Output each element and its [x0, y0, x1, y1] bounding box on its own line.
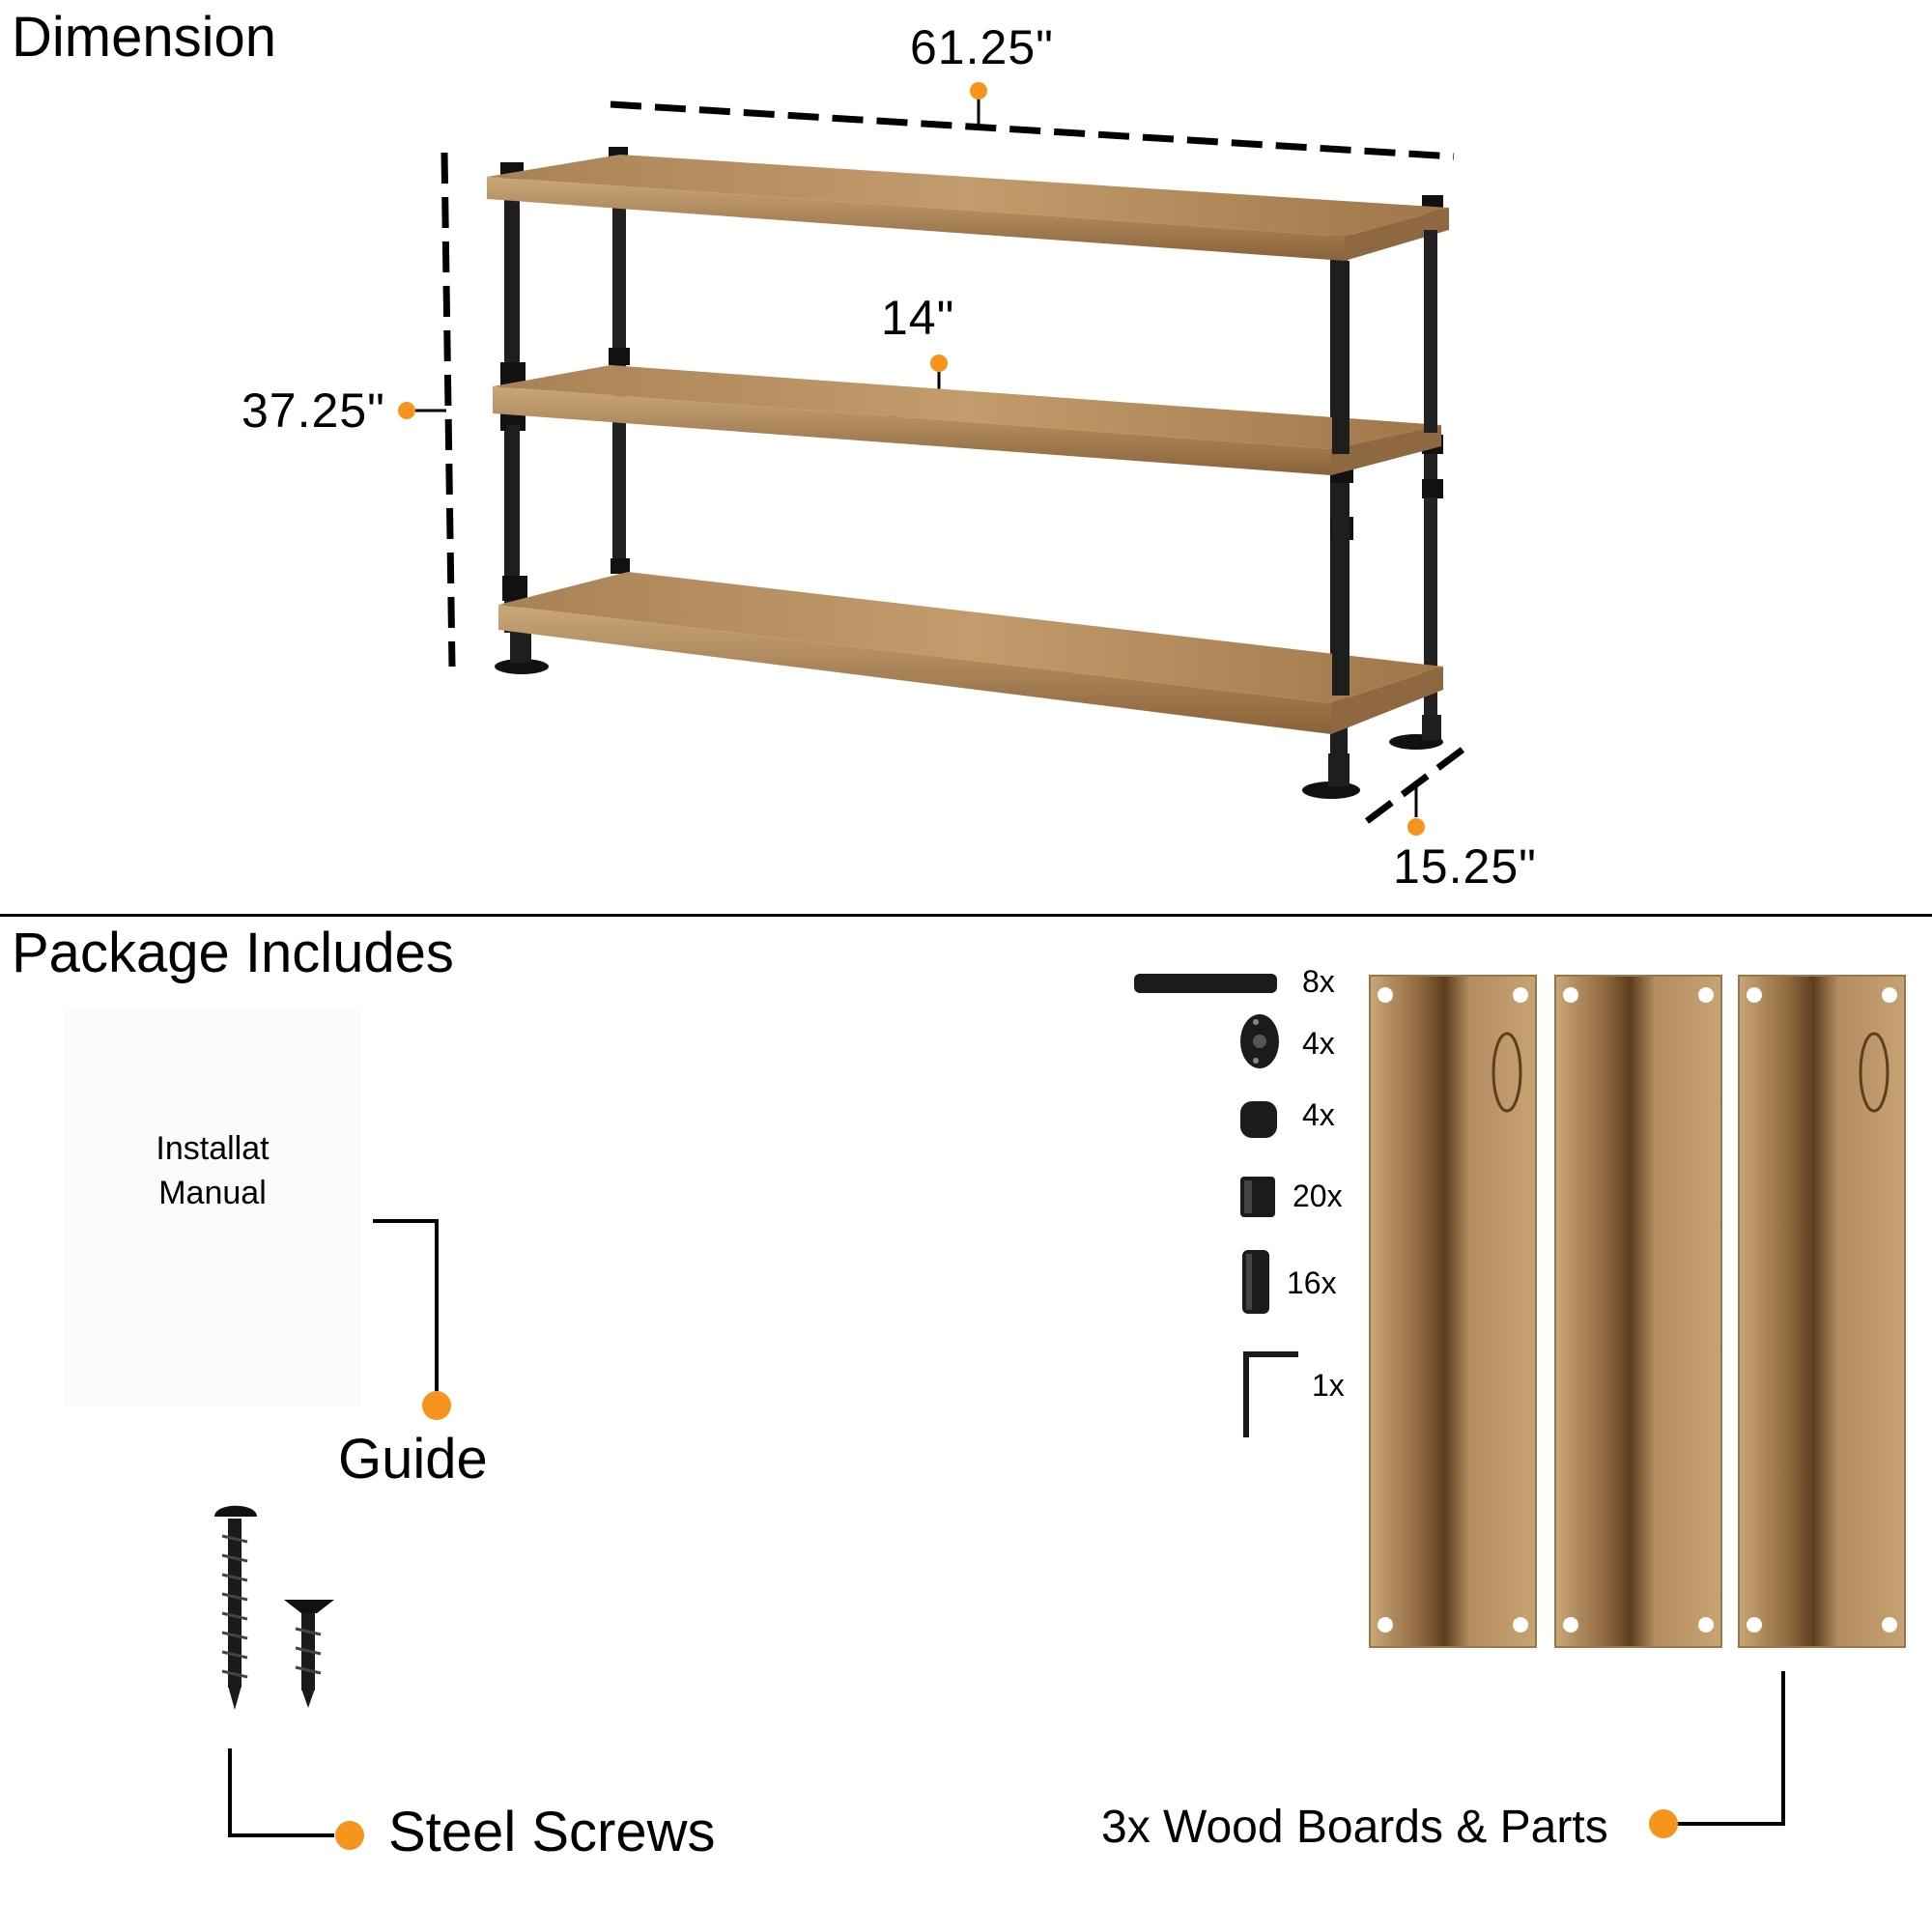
pipe-qty: 8x — [1302, 964, 1335, 999]
depth-dimension-label: 15.25" — [1393, 839, 1537, 894]
width-dimension-line — [610, 100, 1455, 160]
screw-short-icon — [284, 1600, 334, 1708]
allen-wrench-qty: 1x — [1312, 1368, 1345, 1403]
manual-text: Installat Manual — [97, 1126, 328, 1215]
bottom-shelf — [498, 572, 1443, 703]
shelf-depth-dimension-label: 14" — [881, 291, 955, 345]
section-divider — [0, 914, 1932, 917]
dimension-title: Dimension — [12, 6, 276, 69]
guide-label: Guide — [338, 1428, 488, 1491]
screw-long-icon — [214, 1505, 257, 1710]
package-title: Package Includes — [12, 922, 454, 984]
nipple-qty: 16x — [1287, 1265, 1337, 1300]
installation-manual — [64, 1010, 361, 1406]
wood-boards-label: 3x Wood Boards & Parts — [1101, 1802, 1608, 1853]
steel-screws-label: Steel Screws — [388, 1801, 716, 1863]
end-cap-qty: 4x — [1302, 1097, 1335, 1132]
allen-wrench-icon — [1243, 1351, 1298, 1437]
width-dimension-label: 61.25" — [910, 20, 1054, 74]
wood-board-1 — [1369, 975, 1537, 1648]
wood-board-2 — [1554, 975, 1722, 1648]
top-shelf — [487, 155, 1449, 237]
height-dimension-label: 37.25" — [242, 384, 385, 438]
coupling-qty: 20x — [1293, 1179, 1343, 1213]
nipple-icon — [1242, 1250, 1269, 1314]
middle-shelf — [493, 365, 1441, 449]
manual-text-line2: Manual — [158, 1175, 267, 1211]
coupling-icon — [1240, 1177, 1275, 1217]
end-cap-icon — [1240, 1101, 1277, 1138]
manual-text-line1: Installat — [156, 1130, 270, 1167]
floor-flange-qty: 4x — [1302, 1026, 1335, 1061]
floor-flange-icon — [1240, 1014, 1279, 1068]
wood-board-3 — [1738, 975, 1906, 1648]
height-dimension-line — [440, 152, 456, 668]
pipe-icon — [1134, 974, 1277, 993]
